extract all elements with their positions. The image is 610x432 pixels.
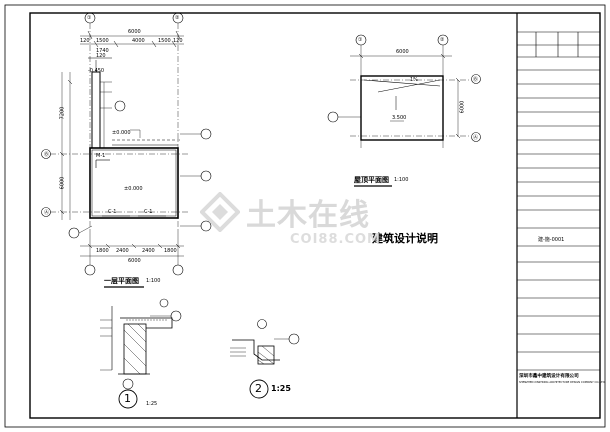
plan-dim-left-lower: 6000 [59, 176, 66, 190]
plan-small-dim-1: 120 [96, 53, 106, 59]
detail-2-number: 2 [255, 382, 262, 395]
detail-2-scale: 1:25 [271, 384, 291, 393]
roof-slope: 1% [410, 77, 418, 83]
plan-dim-top-4: 120 [173, 38, 183, 44]
design-notes-title: 建筑设计说明 [372, 232, 438, 245]
roof-title: 屋顶平面图 [354, 176, 389, 184]
plan-dim-total-top: 6000 [128, 29, 141, 35]
plan-dim-bottom-2: 2400 [142, 248, 155, 254]
plan-scale: 1:100 [146, 278, 161, 284]
company-name: 深圳市鑫中建筑设计有限公司 [519, 374, 579, 379]
plan-title: 一层平面图 [104, 277, 139, 285]
outer-frame [4, 4, 606, 428]
roof-axis-1-label: ① [358, 37, 363, 43]
title-block-grid [517, 31, 600, 371]
detail-1-scale: 1:25 [146, 401, 158, 407]
detail-1-bubble [118, 389, 138, 409]
plan-elev-0: ±0.000 [112, 130, 131, 136]
roof-dim-top: 6000 [396, 49, 409, 55]
watermark-logo-icon [200, 192, 240, 232]
company-name-en: SHENZHEN XINZHONG ARCHITECTURE DESIGN CO… [519, 381, 606, 384]
plan-dim-left-upper: 7200 [59, 106, 66, 120]
plan-grid-bubble-b [41, 149, 51, 159]
detail-1-number: 1 [124, 392, 131, 405]
plan-dim-bottom-3: 1800 [164, 248, 177, 254]
roof-axis-b-label: Ⓑ [473, 77, 479, 83]
plan-dim-total-bottom: 6000 [128, 258, 141, 264]
roof-plan [327, 34, 481, 187]
detail-1 [100, 298, 182, 409]
plan-axis-b-label: Ⓑ [44, 152, 50, 158]
roof-scale: 1:100 [394, 177, 409, 183]
detail-2 [230, 319, 300, 399]
plan-axis-1-label: ① [87, 15, 92, 21]
watermark-url: COI88.COM [290, 232, 381, 247]
plan-dim-top-2: 4000 [132, 38, 145, 44]
roof-elev: 3.500 [392, 115, 407, 121]
floor-plan [41, 12, 212, 288]
plan-dim-bottom-0: 1800 [96, 248, 109, 254]
inner-frame [29, 12, 601, 419]
plan-dim-top-0: 120 [80, 38, 90, 44]
plan-window-label-0: C-1 [108, 209, 117, 215]
plan-axis-a-label: Ⓐ [44, 210, 50, 216]
plan-elev-1: -0.450 [88, 68, 105, 74]
plan-dim-top-3: 1500 [158, 38, 171, 44]
plan-axis-2-label: ② [175, 15, 180, 21]
plan-window-label-1: C-1 [144, 209, 153, 215]
plan-dim-top-1: 1500 [96, 38, 109, 44]
roof-dim-right: 6000 [459, 100, 466, 114]
plan-elev-2: ±0.000 [124, 186, 143, 192]
watermark-text: 土木在线 [246, 198, 370, 233]
roof-axis-a-label: Ⓐ [473, 135, 479, 141]
plan-grid-bubble-a [41, 207, 51, 217]
plan-door-label: M-1 [96, 153, 106, 159]
drawing-number: 建-施-0001 [538, 237, 565, 243]
plan-dim-bottom-1: 2400 [116, 248, 129, 254]
roof-axis-2-label: ② [440, 37, 445, 43]
plan-small-dim-0: 1740 [96, 48, 109, 54]
detail-2-bubble [249, 379, 269, 399]
